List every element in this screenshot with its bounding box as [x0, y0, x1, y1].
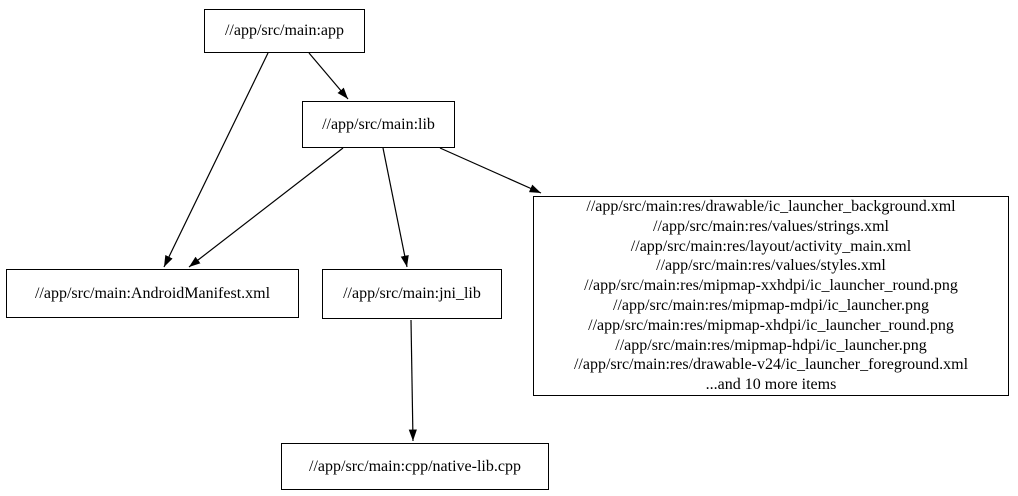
res-files-more-items: ...and 10 more items — [705, 376, 837, 394]
edge-lib-to-manifest — [188, 147, 344, 268]
node-native-lib-cpp: //app/src/main:cpp/native-lib.cpp — [281, 443, 549, 490]
res-file-line: //app/src/main:res/layout/activity_main.… — [630, 237, 912, 255]
node-lib-target: //app/src/main:lib — [302, 101, 455, 148]
res-file-line: //app/src/main:res/mipmap-xhdpi/ic_launc… — [588, 316, 954, 334]
edge-app-to-manifest — [163, 52, 269, 268]
res-file-line: //app/src/main:res/values/styles.xml — [656, 257, 886, 275]
res-file-line: //app/src/main:res/mipmap-xxhdpi/ic_laun… — [584, 277, 958, 295]
res-file-line: //app/src/main:res/drawable-v24/ic_launc… — [573, 356, 969, 374]
node-android-manifest: //app/src/main:AndroidManifest.xml — [6, 269, 299, 318]
res-file-line: //app/src/main:res/mipmap-hdpi/ic_launch… — [615, 336, 927, 354]
edge-lib-to-jni-lib — [382, 147, 409, 268]
res-file-line: //app/src/main:res/drawable/ic_launcher_… — [586, 198, 956, 216]
edge-lib-to-res-files — [439, 147, 542, 194]
node-app-target: //app/src/main:app — [204, 9, 365, 53]
edge-app-to-lib — [308, 52, 349, 100]
edge-jni-lib-to-native — [408, 319, 417, 442]
res-file-line: //app/src/main:res/values/strings.xml — [653, 217, 889, 235]
res-file-line: //app/src/main:res/mipmap-mdpi/ic_launch… — [613, 297, 929, 314]
node-res-files-group: //app/src/main:res/drawable/ic_launcher_… — [533, 196, 1009, 396]
node-jni-lib-target: //app/src/main:jni_lib — [322, 269, 502, 319]
